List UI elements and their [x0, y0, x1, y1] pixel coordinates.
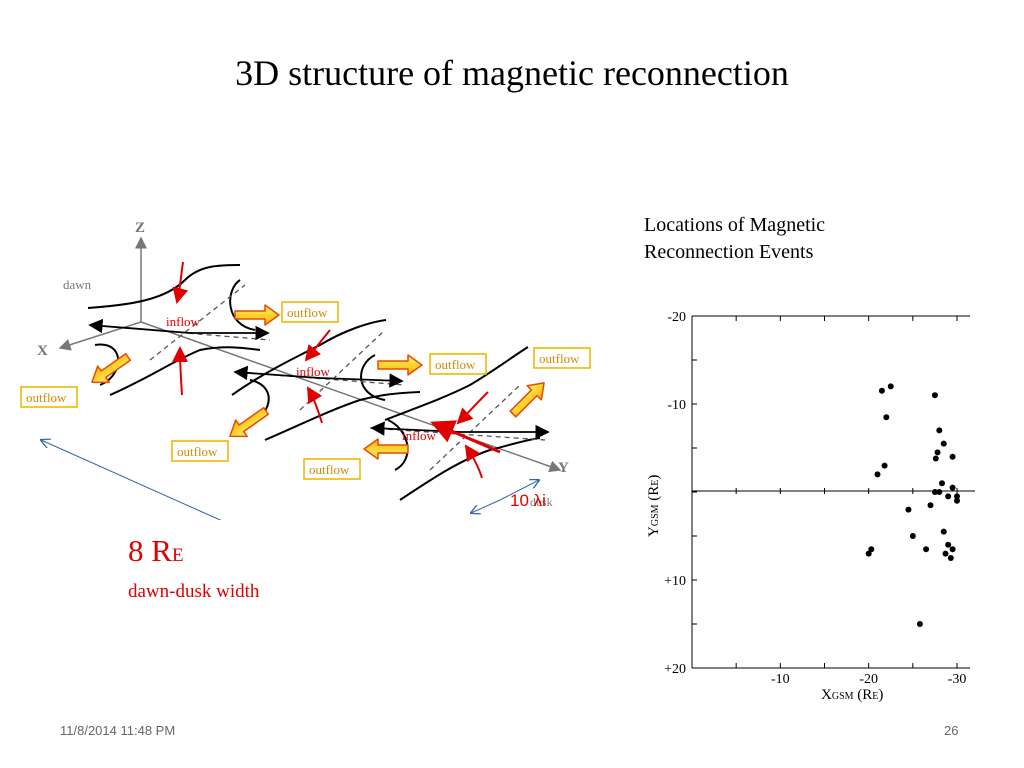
outflow-labels	[20, 301, 591, 480]
inflow-label-1: inflow	[166, 314, 201, 329]
x-tick-label: -30	[948, 672, 967, 687]
dusk-label: dusk	[530, 495, 553, 509]
dawn-dusk-width-arrow	[199, 510, 222, 520]
outflow-arrows	[91, 304, 545, 460]
data-point	[931, 489, 938, 495]
outflow-label-6: outflow	[309, 462, 350, 477]
data-point	[883, 414, 890, 421]
data-point	[945, 541, 952, 548]
data-point	[947, 555, 954, 561]
width-label: 8 RE	[128, 533, 184, 569]
lambda-width-arrow	[499, 480, 539, 501]
data-point	[949, 546, 956, 553]
inflow-label-3: inflow	[402, 428, 437, 443]
data-point	[887, 383, 894, 390]
outflow-label-4: outflow	[539, 351, 580, 366]
data-point	[865, 550, 872, 557]
data-point	[931, 392, 938, 399]
data-point	[954, 493, 960, 500]
data-point	[878, 387, 885, 394]
data-point	[938, 480, 945, 487]
outflow-label-5: outflow	[177, 444, 218, 459]
y-tick-label: -10	[667, 398, 686, 413]
data-point	[916, 621, 923, 627]
y-tick-labels: -20 -10 +10 +20	[664, 310, 686, 677]
tick-marks	[692, 316, 958, 668]
axis-lines	[58, 236, 562, 473]
axis-z-label: Z	[135, 220, 145, 236]
x-tick-label: -20	[859, 672, 878, 687]
data-point	[923, 546, 930, 553]
y-axis-label: YGSM (RE)	[646, 475, 662, 537]
x-axis-label: XGSM (RE)	[821, 687, 883, 703]
y-tick-label: +20	[664, 662, 686, 677]
data-point	[932, 455, 939, 462]
x-tick-label: -10	[771, 672, 790, 687]
width-caption: dawn-dusk width	[128, 581, 260, 602]
lambda-width-arrow-back	[471, 499, 501, 513]
chart-caption: Locations of Magnetic Reconnection Event…	[644, 212, 825, 266]
y-tick-label: -20	[667, 310, 686, 325]
data-point	[868, 546, 875, 553]
data-point	[949, 484, 956, 491]
outflow-label-3: outflow	[435, 357, 476, 372]
data-point	[936, 489, 943, 495]
data-point	[927, 502, 934, 509]
chart-caption-line-1: Locations of Magnetic	[644, 214, 826, 236]
page-number: 26	[944, 723, 959, 738]
data-points	[865, 383, 960, 627]
width-subscript: E	[171, 545, 184, 566]
data-point	[934, 449, 941, 456]
axis-x-label: X	[37, 343, 48, 359]
width-value: 8 R	[128, 533, 172, 568]
footer-date: 11/8/2014 11:48 PM	[60, 723, 176, 738]
data-point	[881, 462, 888, 469]
inflow-arrows	[172, 261, 501, 479]
data-point	[942, 550, 949, 557]
data-point	[940, 440, 947, 447]
data-point	[874, 471, 881, 478]
data-point	[909, 533, 916, 539]
axis-y-label: Y	[558, 460, 569, 476]
slide-title: 3D structure of magnetic reconnection	[235, 53, 789, 93]
data-point	[954, 497, 960, 504]
dawn-dusk-width-arrow-back	[41, 440, 201, 512]
data-point	[940, 528, 947, 535]
y-tick-label: +10	[664, 574, 686, 589]
reconnection-scatter-chart: -20 -10 +10 +20 -10 -20 -30 XGSM (RE) YGSM (R…	[646, 310, 975, 703]
x-tick-labels: -10 -20 -30	[771, 672, 966, 687]
dawn-label: dawn	[63, 277, 92, 292]
lambda-label: 10 λi	[510, 491, 546, 510]
data-point	[949, 453, 956, 460]
chart-caption-line-2: Reconnection Events	[644, 241, 814, 263]
outflow-label-1: outflow	[287, 305, 328, 320]
inflow-label-2: inflow	[296, 364, 331, 379]
outflow-label-2: outflow	[26, 390, 67, 405]
reconnection-diagram: Z X Y dawn dusk	[20, 220, 591, 520]
data-point	[905, 506, 912, 513]
data-point	[945, 493, 952, 500]
data-point	[936, 427, 943, 434]
